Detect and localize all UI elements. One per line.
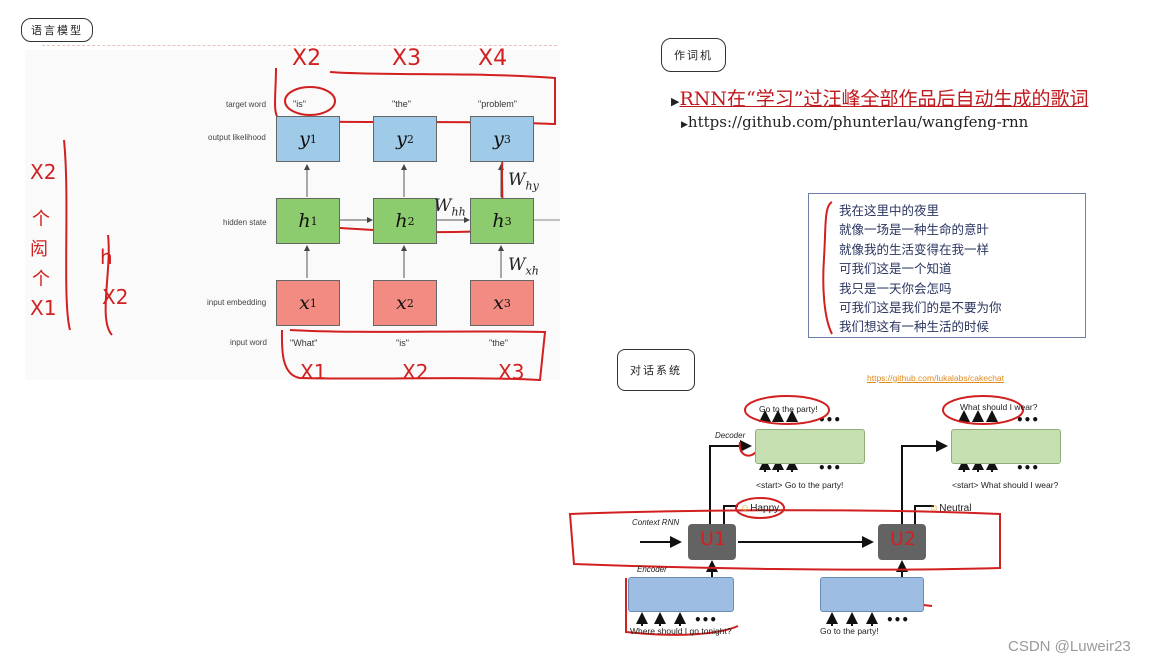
handwritten-label: 个 — [32, 269, 50, 290]
handwritten-label: X3 — [392, 46, 422, 71]
handwritten-label: 闳 — [30, 239, 48, 260]
lyric-line: 就像一场是一种生命的意旪 — [839, 222, 990, 238]
row-label-target-word: target word — [226, 100, 267, 109]
target-word: "is" — [293, 99, 306, 109]
target-word: "problem" — [478, 99, 517, 109]
lyric-line: 可我们这是一个知道 — [839, 261, 952, 277]
row-label-hidden-state: hidden state — [223, 218, 267, 227]
handwritten-label: X3 — [498, 360, 525, 384]
handwritten-label: X1 — [300, 360, 327, 384]
weight-whh: Whh — [434, 196, 466, 219]
tag-language-model: 语言模型 — [21, 18, 93, 42]
tag-lyric-machine: 作词机 — [661, 38, 726, 72]
generated-lyrics-box: 我在这里中的夜里 就像一场是一种生命的意旪 就像我的生活变得在我一样 可我们这是… — [808, 193, 1086, 338]
encoder-box-2 — [820, 577, 924, 612]
response-text-2: What should I wear? — [960, 402, 1038, 412]
encoder-input-2: Go to the party! — [820, 626, 879, 636]
dialog-connections: ••• ••• ••• ••• ••• ••• — [568, 395, 1039, 636]
context-node-u1 — [688, 524, 736, 560]
decoder-box-2 — [951, 429, 1061, 464]
handwritten-label: X2 — [30, 160, 57, 184]
svg-text:•••: ••• — [694, 613, 717, 627]
input-word: "is" — [396, 338, 409, 348]
lyric-line: 就像我的生活变得在我一样 — [839, 241, 990, 257]
response-text-1: Go to the party! — [759, 404, 818, 414]
handwritten-label: X4 — [478, 46, 508, 71]
watermark: CSDN @Luweir23 — [1008, 638, 1131, 655]
weight-wxh: Wxh — [508, 255, 539, 278]
decoder-label: Decoder — [715, 431, 746, 440]
lyric-line: 我只是一天你会怎吗 — [839, 280, 952, 296]
lyric-repo-link[interactable]: ▶https://github.com/phunterlau/wangfeng-… — [681, 113, 1029, 131]
svg-text:•••: ••• — [886, 613, 909, 627]
context-rnn-label: Context RNN — [632, 518, 680, 527]
encoder-label: Encoder — [637, 565, 667, 574]
emotion-happy: ☺Happy — [740, 503, 780, 514]
input-word: "the" — [489, 338, 508, 348]
decoder-input-2: <start> What should I wear? — [952, 480, 1059, 490]
lyric-line: 可我们这是我们的是不要为你 — [839, 300, 1002, 316]
handwritten-label: X2 — [402, 360, 429, 384]
encoder-box-1 — [628, 577, 734, 612]
decoder-box-1 — [755, 429, 865, 464]
lyric-line: 我们想这有一种生活的时候 — [839, 319, 990, 335]
row-label-input-embedding: input embedding — [207, 298, 267, 307]
svg-text:•••: ••• — [1016, 461, 1039, 475]
svg-text:•••: ••• — [818, 461, 841, 475]
target-word: "the" — [392, 99, 411, 109]
tag-dialog-system: 对话系统 — [617, 349, 695, 391]
happy-face-icon: ☺ — [740, 503, 751, 514]
row-label-output-likelihood: output likelihood — [208, 133, 266, 142]
handwritten-label: X1 — [30, 296, 57, 320]
context-node-u2 — [878, 524, 926, 560]
input-word: "What" — [290, 338, 318, 348]
lyric-line: 我在这里中的夜里 — [839, 203, 940, 218]
svg-text:•••: ••• — [818, 413, 841, 427]
row-label-input-word: input word — [230, 338, 267, 347]
cakechat-link[interactable]: https://github.com/lukalabs/cakechat — [867, 373, 1005, 383]
handwritten-brace — [822, 201, 833, 335]
emotion-neutral: ☺Neutral — [929, 503, 972, 514]
encoder-input-1: Where should I go tonight? — [630, 626, 732, 636]
divider — [42, 45, 557, 46]
weight-why: Why — [508, 170, 539, 193]
svg-text:•••: ••• — [1016, 413, 1039, 427]
bullet-icon: ▶ — [671, 95, 680, 108]
handwritten-label: X2 — [292, 46, 322, 71]
handwritten-label: U1 — [700, 528, 726, 550]
handwritten-label: 个 — [32, 209, 50, 230]
handwritten-label: U2 — [890, 528, 916, 550]
bullet-icon: ▶ — [681, 120, 688, 130]
handwritten-label: h — [100, 245, 113, 269]
neutral-face-icon: ☺ — [929, 503, 940, 514]
handwritten-label: X2 — [102, 285, 129, 309]
decoder-input-1: <start> Go to the party! — [756, 480, 844, 490]
lyric-headline: ▶RNN在“学习”过汪峰全部作品后自动生成的歌词 — [671, 88, 1089, 110]
